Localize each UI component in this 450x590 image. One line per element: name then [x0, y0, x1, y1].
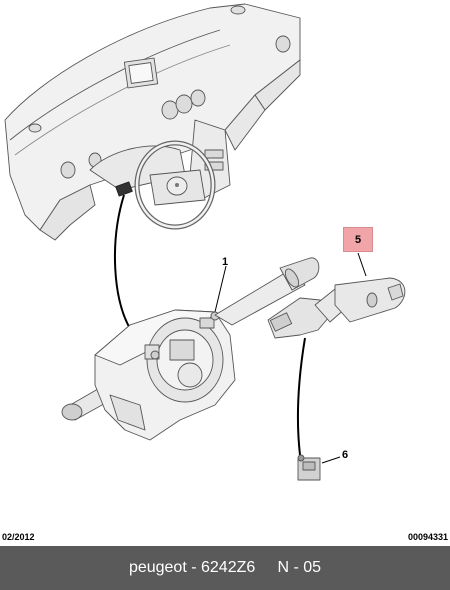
footer-caption: peugeot - 6242Z6 N - 05 [128, 559, 322, 576]
callout-part-6[interactable]: 6 [342, 449, 349, 461]
parts-diagram [4, 3, 406, 481]
cruise-control-stalk [267, 277, 406, 339]
illustration-number: 00094331 [407, 532, 448, 542]
callout-part-1[interactable]: 1 [222, 256, 229, 268]
connector-part [297, 454, 321, 481]
switch-module [94, 309, 236, 441]
footer-bar: peugeot - 6242Z6 N - 05 [0, 546, 450, 590]
callout-part-5[interactable]: 5 [343, 227, 373, 252]
lighting-stalk [214, 257, 320, 326]
date-code: 02/2012 [2, 532, 35, 542]
dashboard-illustration [4, 3, 301, 241]
